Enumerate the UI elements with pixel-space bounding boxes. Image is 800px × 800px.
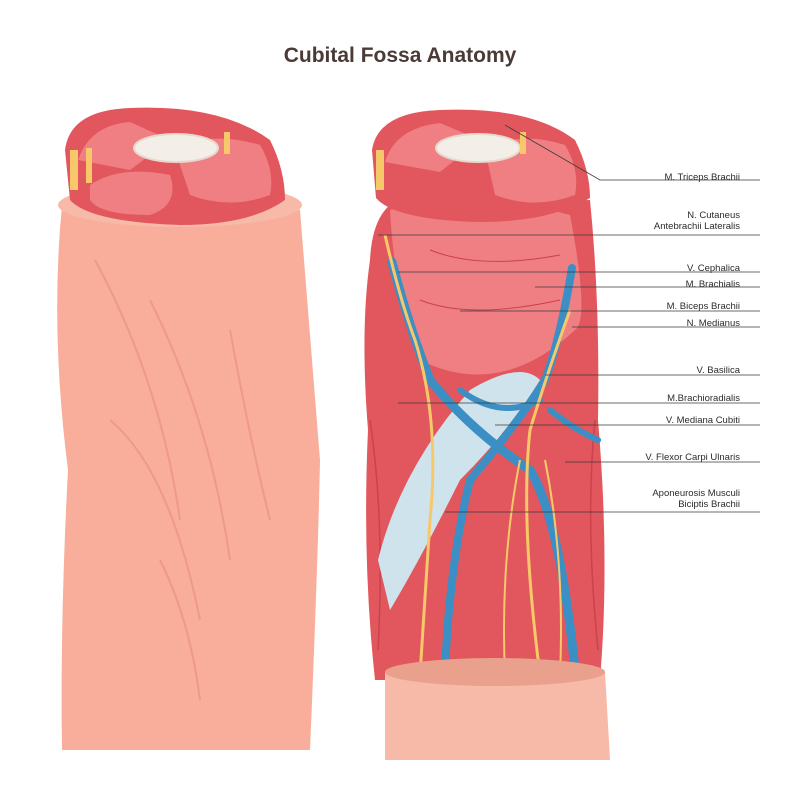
- nerve-medianus: [525, 309, 572, 676]
- label-brachialis: M. Brachialis: [685, 279, 740, 290]
- label-brachioradialis: M.Brachioradialis: [667, 393, 740, 404]
- label-mediana-cubiti: V. Mediana Cubiti: [665, 415, 740, 426]
- label-medianus: N. Medianus: [686, 318, 740, 329]
- leader-line: [504, 124, 760, 181]
- label-flexor-carpi: V. Flexor Carpi Ulnaris: [645, 452, 740, 463]
- bone-icon: [133, 133, 219, 163]
- aponeurosis: [378, 372, 540, 610]
- arm-dissected-view: [364, 109, 610, 760]
- label-biceps: M. Biceps Brachii: [666, 301, 740, 312]
- label-triceps: M. Triceps Brachii: [664, 172, 741, 183]
- leader-lines: [378, 124, 760, 513]
- label-cutaneus: N. Cutaneus Antebrachii Lateralis: [653, 210, 740, 232]
- bottom-cuff: [385, 666, 610, 760]
- page-title: Cubital Fossa Anatomy: [283, 44, 517, 67]
- nerve-cutaneus: [383, 234, 435, 676]
- label-basilica: V. Basilica: [696, 365, 740, 376]
- label-cephalica: V. Cephalica: [687, 263, 740, 274]
- bone-icon-right: [435, 133, 521, 163]
- biceps-muscle: [390, 201, 582, 375]
- vein-basilica: [441, 264, 576, 674]
- arm-skin-view: [57, 107, 320, 750]
- label-aponeurosis: Aponeurosis Musculi Biciptis Brachii: [652, 488, 740, 510]
